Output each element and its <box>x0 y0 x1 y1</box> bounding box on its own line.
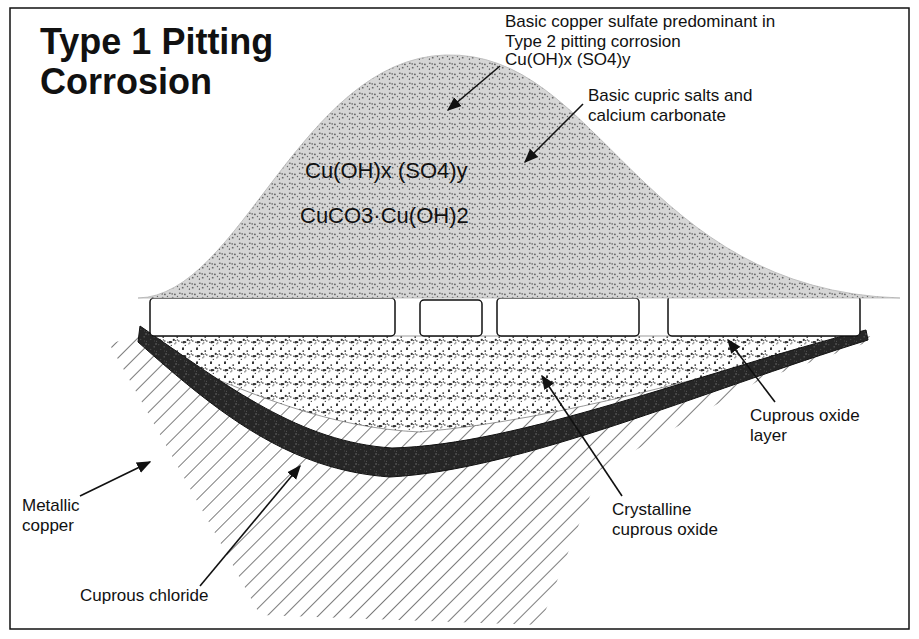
metallic-copper-hatch <box>110 336 880 625</box>
callout-label: Crystalline cuprous oxide <box>612 500 737 541</box>
mound-shape <box>130 50 905 302</box>
leader-arrow <box>728 340 775 402</box>
leader-arrow <box>542 376 622 496</box>
cuprous-chloride-band <box>138 326 868 477</box>
leader-arrow <box>448 66 500 110</box>
callout-label: Metallic copper <box>22 496 107 537</box>
cuprous-oxide-caps <box>150 296 860 336</box>
callout-label: Cuprous oxide layer <box>750 406 875 447</box>
chemical-formula: CuCO3·Cu(OH)2 <box>300 203 469 229</box>
callout-label: Basic cupric salts and calcium carbonate <box>588 86 760 127</box>
diagram-title: Type 1 Pitting Corrosion <box>40 22 300 101</box>
callout-label: Cuprous chloride <box>80 586 209 606</box>
leader-arrow <box>200 466 300 586</box>
leader-arrow <box>80 462 150 496</box>
leader-arrow <box>525 104 583 162</box>
chemical-formula: Cu(OH)x (SO4)y <box>305 158 468 184</box>
chemical-formula: Cu(OH)x (SO4)y <box>505 50 631 70</box>
frame-border <box>10 8 909 629</box>
deposit-mound: Cu(OH)x (SO4)yCuCO3·Cu(OH)2 <box>130 50 905 302</box>
callout-label: Basic copper sulfate predominant in Type… <box>505 12 805 53</box>
